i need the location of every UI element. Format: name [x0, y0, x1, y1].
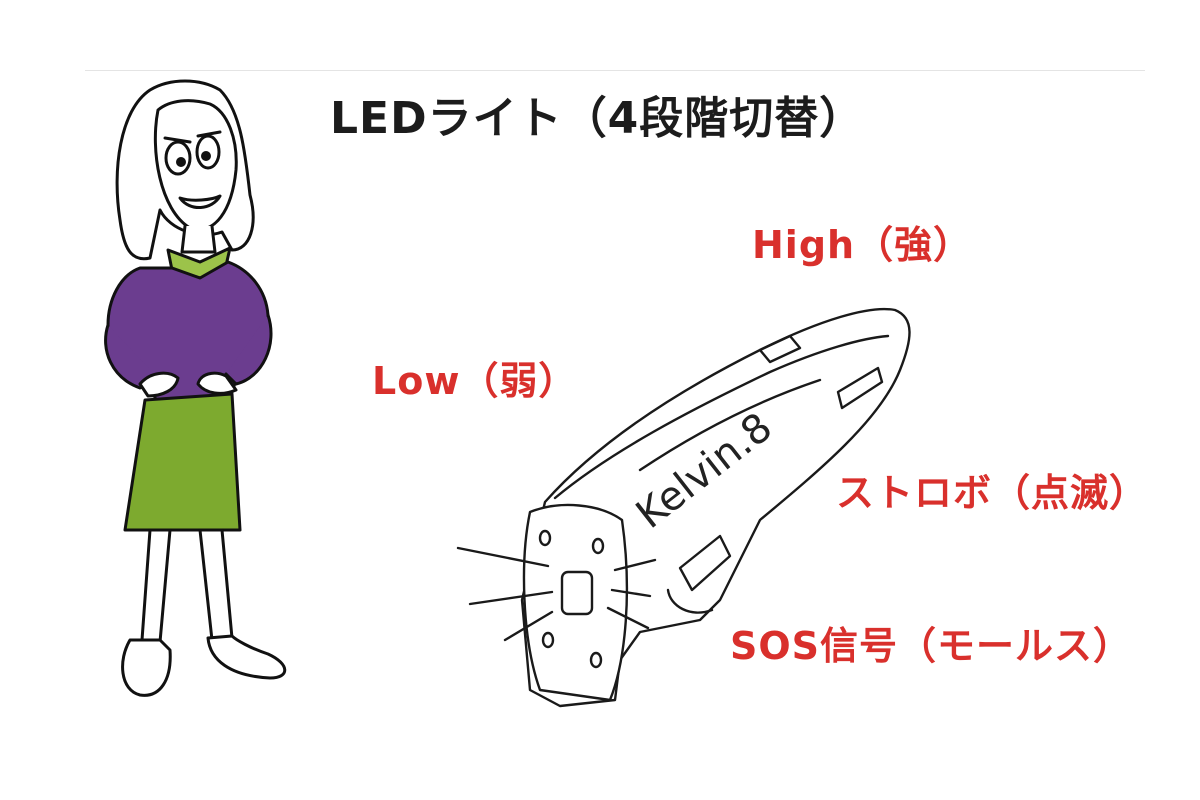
top-divider — [85, 70, 1145, 71]
page-title: LEDライト（4段階切替） — [330, 93, 865, 144]
mode-high-label: High（強） — [752, 223, 973, 267]
lens-face — [522, 503, 629, 702]
mode-sos-label: SOS信号（モールス） — [730, 624, 1133, 668]
top-window — [758, 334, 802, 364]
right-arm — [224, 313, 273, 386]
left-arm — [104, 323, 160, 390]
left-hand — [138, 371, 180, 398]
center-led — [560, 570, 594, 616]
mode-low-label: Low（弱） — [372, 359, 578, 403]
mode-strobe-label: ストロボ（点滅） — [836, 471, 1149, 515]
skirt — [123, 392, 242, 532]
side-slot — [836, 366, 884, 410]
mouth — [178, 194, 222, 209]
light-rays — [456, 546, 657, 642]
lower-window — [678, 534, 732, 592]
right-hand — [196, 371, 238, 395]
right-shoe — [206, 634, 287, 680]
left-shoe — [121, 638, 172, 697]
